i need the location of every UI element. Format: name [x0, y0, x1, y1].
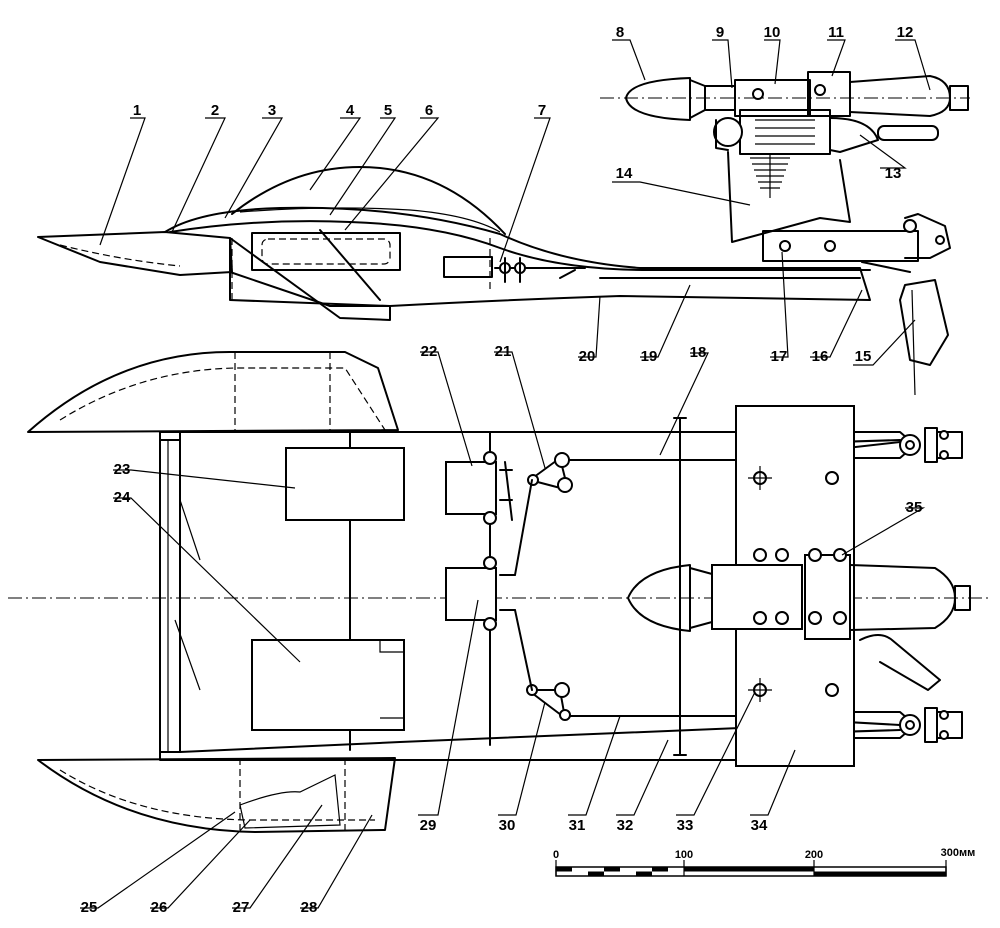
mount-plate	[727, 151, 851, 243]
canopy	[231, 166, 506, 235]
callout-20: 20	[579, 348, 596, 365]
callout-21: 21	[495, 343, 512, 360]
cooling-fins	[750, 155, 790, 198]
callout-5: 5	[384, 102, 392, 119]
callout-22: 22	[421, 343, 438, 360]
side-view	[37, 166, 951, 396]
callout-18: 18	[690, 344, 707, 361]
callout-8: 8	[616, 24, 624, 41]
callout-19: 19	[641, 348, 658, 365]
callout-numbers: 1 2 3 4 5 6 7 8 9 10 11 12 13 14 15 16 1…	[81, 24, 923, 916]
hull-outline	[164, 206, 871, 307]
upper-sponson	[27, 350, 399, 433]
bellcrank-lower	[527, 689, 566, 719]
callout-26: 26	[151, 899, 168, 916]
callout-9: 9	[716, 24, 724, 41]
scale-bar: 0 100 200 300мм	[553, 847, 976, 877]
engine-detail	[600, 71, 970, 243]
callout-31: 31	[569, 817, 586, 834]
callout-2: 2	[211, 102, 219, 119]
bellcrank-upper	[529, 457, 569, 491]
scale-tick-200: 200	[805, 849, 823, 861]
lower-sponson	[37, 757, 396, 833]
engine-plan-spinner	[627, 564, 691, 632]
callout-1: 1	[133, 102, 141, 119]
callout-4: 4	[346, 102, 355, 119]
callout-15: 15	[855, 348, 872, 365]
rudder-bracket-lower	[853, 707, 963, 743]
scale-tick-0: 0	[553, 849, 559, 861]
callout-25: 25	[81, 899, 98, 916]
callout-13: 13	[885, 165, 902, 182]
top-view	[8, 350, 990, 833]
scale-tick-300: 300мм	[941, 847, 976, 859]
callout-11: 11	[828, 24, 844, 41]
callout-32: 32	[617, 817, 634, 834]
spinner	[625, 77, 691, 121]
rudder-bracket-upper	[853, 427, 963, 463]
leader-lines	[80, 39, 931, 909]
servo-rudder	[445, 567, 497, 621]
callout-6: 6	[425, 102, 433, 119]
callout-24: 24	[114, 489, 131, 506]
bow-sponson	[37, 231, 233, 276]
callout-10: 10	[764, 24, 781, 41]
callout-27: 27	[233, 899, 250, 916]
callout-17: 17	[771, 348, 788, 365]
callout-33: 33	[677, 817, 694, 834]
callout-14: 14	[616, 165, 633, 182]
servo-throttle	[445, 461, 497, 515]
callout-35: 35	[906, 499, 923, 516]
receiver-box	[251, 639, 405, 731]
rudder	[899, 279, 949, 366]
callout-23: 23	[114, 461, 131, 478]
scale-tick-100: 100	[675, 849, 693, 861]
callout-34: 34	[751, 817, 768, 834]
callout-7: 7	[538, 102, 546, 119]
callout-30: 30	[499, 817, 516, 834]
callout-12: 12	[897, 24, 914, 41]
callout-28: 28	[301, 899, 318, 916]
callout-16: 16	[812, 348, 829, 365]
callout-29: 29	[420, 817, 437, 834]
callout-3: 3	[268, 102, 276, 119]
battery-box	[285, 447, 405, 521]
